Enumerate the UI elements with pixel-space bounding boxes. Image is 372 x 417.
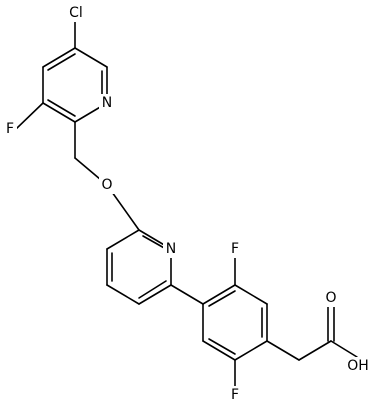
- bond: [42, 102, 76, 123]
- bond: [208, 290, 236, 307]
- bond: [142, 235, 167, 250]
- bond: [138, 284, 172, 305]
- bond: [74, 47, 108, 68]
- bond: [42, 47, 76, 68]
- bond: [170, 284, 204, 305]
- bond: [202, 340, 236, 361]
- chlorine-atom-label: Cl: [69, 5, 83, 21]
- bond: [234, 284, 268, 305]
- bond: [106, 284, 140, 305]
- fluorine-atom-label: F: [231, 387, 239, 403]
- fluorine-atom-label: F: [231, 241, 239, 257]
- pyridine-nitrogen-label: N: [102, 95, 112, 111]
- bond: [330, 340, 358, 358]
- hydroxyl-group-label: OH: [347, 358, 369, 374]
- bond: [47, 53, 76, 71]
- bond: [202, 284, 236, 305]
- bond: [15, 102, 44, 130]
- bond: [234, 340, 268, 361]
- ether-oxygen-label: O: [101, 177, 112, 193]
- fluorine-atom-label: F: [6, 121, 14, 137]
- bond-layer: [15, 17, 358, 389]
- atom-label-layer: Cl F N O N F F O OH: [3, 4, 370, 404]
- bond: [47, 99, 76, 117]
- bond: [106, 229, 140, 250]
- bond: [208, 338, 236, 355]
- pyridine-nitrogen-label: N: [166, 241, 176, 257]
- carbonyl-oxygen-label: O: [325, 290, 336, 306]
- bond: [138, 280, 167, 299]
- bond: [298, 340, 332, 361]
- bond: [266, 340, 300, 361]
